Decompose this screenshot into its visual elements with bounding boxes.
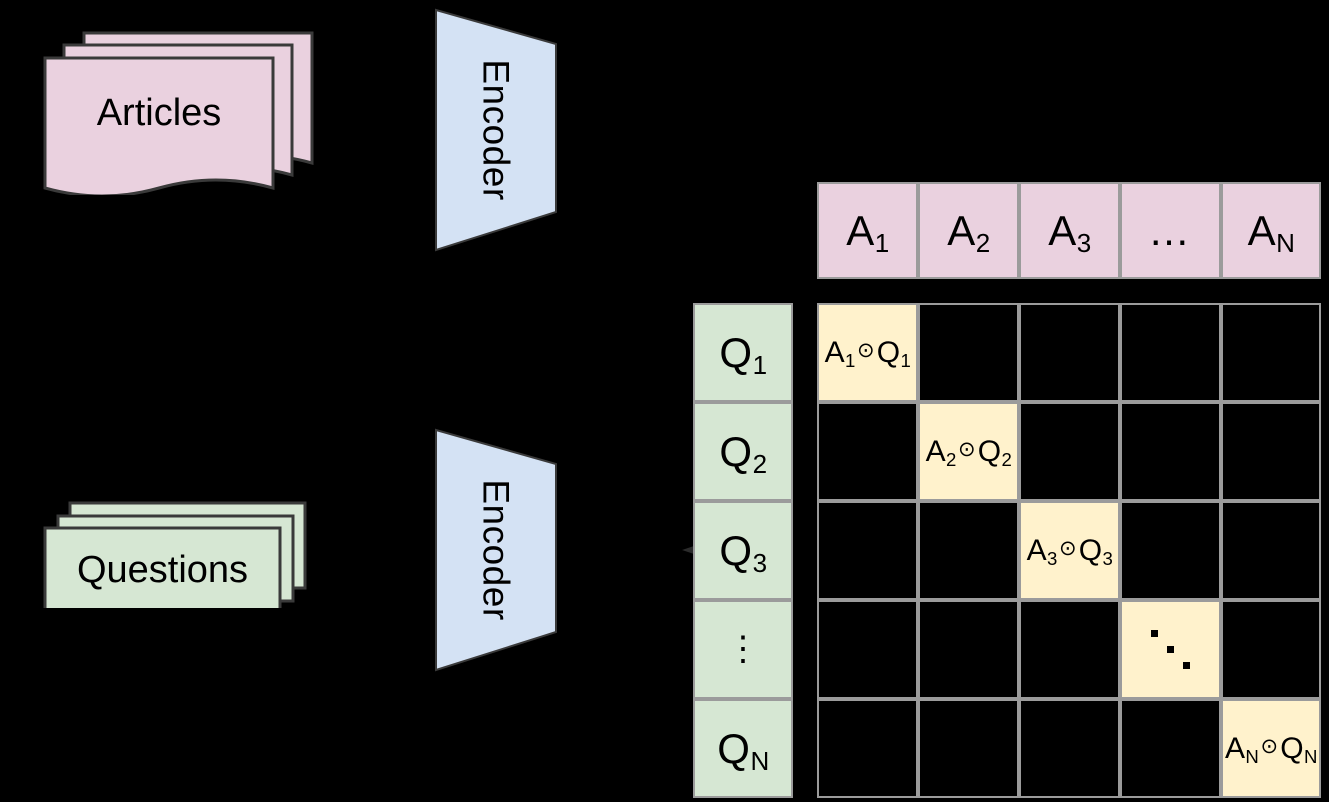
matrix-cell-r1c4[interactable] xyxy=(1120,303,1221,402)
matrix-cell-r1c3[interactable] xyxy=(1019,303,1120,402)
question-header-cell-ellipsis[interactable]: ⋮ xyxy=(693,600,793,699)
encoder-articles-shape xyxy=(435,8,557,252)
matrix-cell-r4c2[interactable] xyxy=(918,600,1019,699)
articles-stack-shapes xyxy=(43,31,314,198)
matrix-cell-r5c2[interactable] xyxy=(918,699,1019,798)
question-header-ellipsis-text: ⋮ xyxy=(726,630,760,669)
encoder-questions-shape xyxy=(435,428,557,672)
encoder-articles-label-wrap: Encoder xyxy=(434,8,558,252)
questions-sheet-1 xyxy=(43,526,282,615)
encoder-articles[interactable]: Encoder xyxy=(434,8,558,252)
article-header-ellipsis-text: … xyxy=(1148,206,1193,254)
encoder-questions-label-wrap: Encoder xyxy=(434,428,558,672)
articles-label: Articles xyxy=(96,91,222,134)
matrix-cell-r5c3[interactable] xyxy=(1019,699,1120,798)
matrix-cell-r4c3[interactable] xyxy=(1019,600,1120,699)
articles-sheet-1 xyxy=(43,56,275,198)
article-header-cell-ellipsis[interactable]: … xyxy=(1120,182,1221,279)
matrix-cell-r3c2[interactable] xyxy=(918,501,1019,600)
matrix-cell-r1c5[interactable] xyxy=(1221,303,1321,402)
matrix-cell-r4c4[interactable] xyxy=(1120,600,1221,699)
matrix-diagonal-ellipsis-icon xyxy=(1149,628,1193,672)
matrix-cell-r3c1[interactable] xyxy=(817,501,918,600)
matrix-cell-r5c1[interactable] xyxy=(817,699,918,798)
matrix-cell-r2c3[interactable] xyxy=(1019,402,1120,501)
matrix-cell-r1c2[interactable] xyxy=(918,303,1019,402)
matrix-cell-r3c5[interactable] xyxy=(1221,501,1321,600)
matrix-cell-r3c4[interactable] xyxy=(1120,501,1221,600)
matrix-cell-r2c5[interactable] xyxy=(1221,402,1321,501)
questions-stack-shapes xyxy=(43,501,307,615)
matrix-cell-r4c5[interactable] xyxy=(1221,600,1321,699)
matrix-cell-r2c4[interactable] xyxy=(1120,402,1221,501)
matrix-cell-r4c1[interactable] xyxy=(817,600,918,699)
matrix-cell-r2c1[interactable] xyxy=(817,402,918,501)
encoder-articles-label: Encoder xyxy=(476,59,517,201)
encoder-questions[interactable]: Encoder xyxy=(434,428,558,672)
questions-label: Questions xyxy=(76,549,249,591)
encoder-questions-label: Encoder xyxy=(476,479,517,621)
question-flow-arrow-icon xyxy=(682,546,694,554)
questions-document-stack[interactable]: Questions xyxy=(40,498,320,615)
matrix-cell-r5c4[interactable] xyxy=(1120,699,1221,798)
articles-document-stack[interactable]: Articles xyxy=(40,25,315,198)
